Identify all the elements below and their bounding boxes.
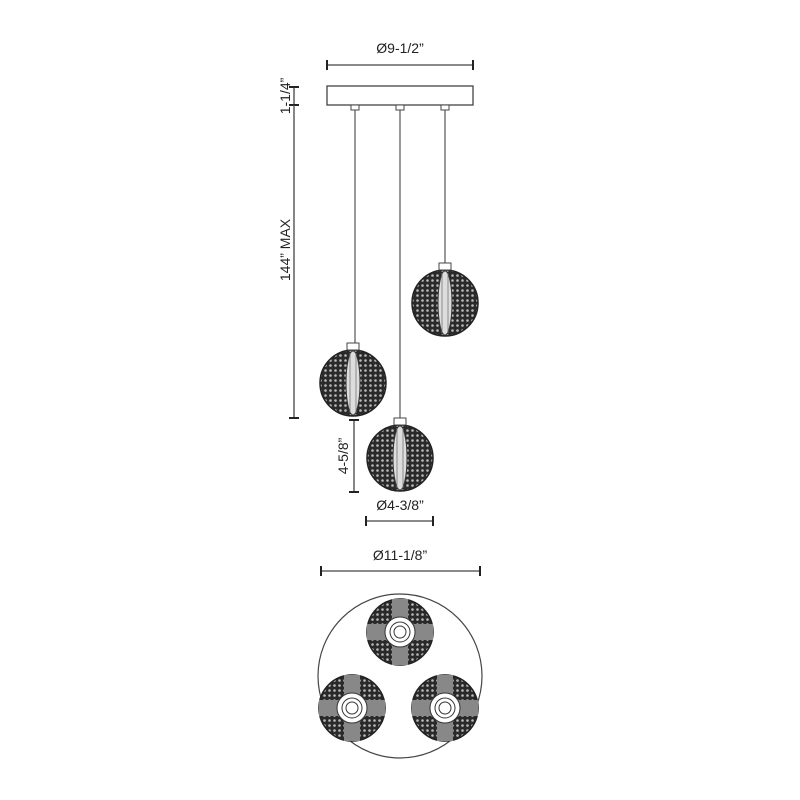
canopy-diameter-dimension: Ø9-1/2” [326, 40, 474, 70]
globe-height-label: 4-5/8” [335, 437, 351, 474]
globe-height-dimension: 4-5/8” [335, 419, 359, 493]
canopy [326, 85, 474, 106]
globe-right [411, 262, 479, 337]
bottom-view-globe-right [411, 674, 479, 742]
wire-connectors [350, 104, 450, 111]
globe-left [319, 342, 387, 417]
canopy-height-label: 1-1/4” [277, 77, 293, 114]
suspension-wires [354, 110, 446, 418]
bottom-view-globe-left [318, 674, 386, 742]
overall-diameter-dimension: Ø11-1/8” [320, 547, 481, 576]
globe-diameter-dimension: Ø4-3/8” [365, 497, 434, 526]
overall-height-dimension: 144” MAX [277, 105, 299, 419]
canopy-height-dimension: 1-1/4” [277, 77, 299, 114]
canopy-diameter-label: Ø9-1/2” [376, 40, 424, 56]
canopy-outline-bottom-view [317, 593, 483, 759]
overall-height-label: 144” MAX [277, 218, 293, 281]
globe-diameter-label: Ø4-3/8” [376, 497, 424, 513]
globe-center [366, 417, 434, 492]
bottom-view-globe-top [366, 598, 434, 666]
overall-diameter-label: Ø11-1/8” [373, 547, 428, 563]
